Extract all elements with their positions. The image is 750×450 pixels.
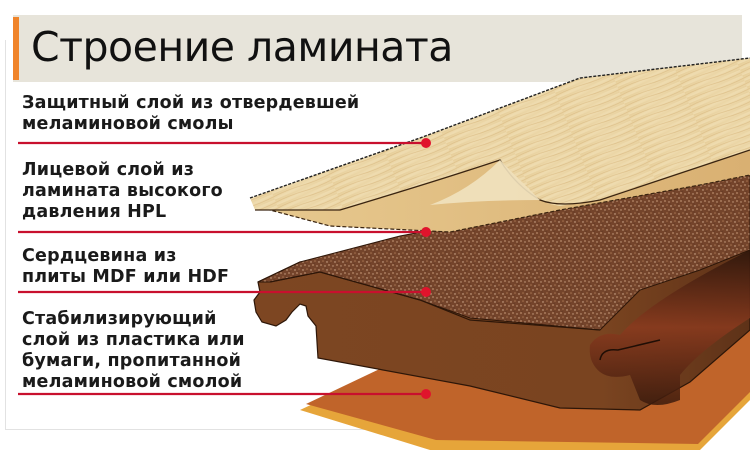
label-stabilizer: Стабилизирующий слой из пластика или бум… — [22, 309, 245, 393]
leader-core — [18, 287, 431, 297]
label-line: бумаги, пропитанной — [22, 351, 242, 371]
title-accent-bar — [13, 17, 19, 80]
label-line: ламината высокого — [22, 181, 223, 201]
label-core: Сердцевина из плиты MDF или HDF — [22, 246, 229, 288]
label-overlay: Защитный слой из отвердевшей меламиновой… — [22, 93, 359, 135]
label-line: Лицевой слой из — [22, 160, 195, 180]
label-line: меламиновой смолы — [22, 114, 234, 134]
label-line: плиты MDF или HDF — [22, 267, 230, 287]
label-line: Защитный слой из отвердевшей — [22, 93, 360, 113]
label-line: меламиновой смолой — [22, 372, 243, 392]
leader-hpl — [18, 227, 431, 237]
title-bar — [13, 15, 742, 82]
label-line: Сердцевина из — [22, 246, 177, 266]
label-line: давления HPL — [22, 202, 167, 222]
leader-stabilizer — [18, 389, 431, 399]
label-line: слой из пластика или — [22, 330, 245, 350]
label-hpl: Лицевой слой из ламината высокого давлен… — [22, 160, 223, 223]
leader-overlay — [18, 138, 431, 148]
labels-frame — [5, 40, 445, 430]
overlay-layer-shape — [249, 57, 750, 211]
label-line: Стабилизирующий — [22, 309, 217, 329]
page-title: Строение ламината — [31, 23, 453, 71]
core-layer-shape — [253, 171, 750, 411]
